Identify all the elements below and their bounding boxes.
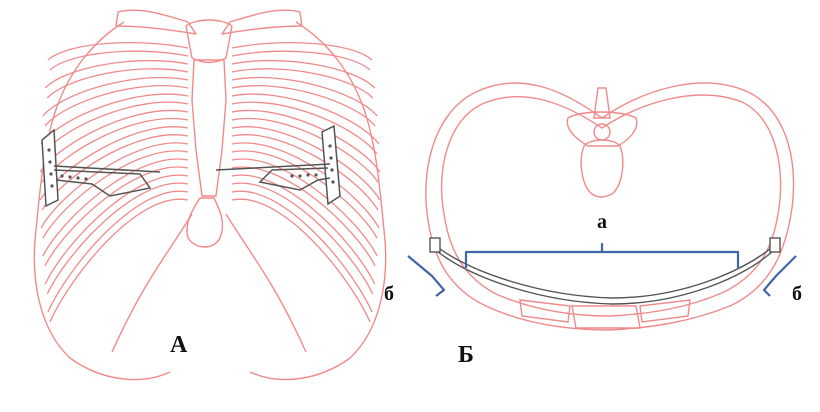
- clavicle-left: [115, 9, 197, 35]
- stabilizer-left-b: [429, 237, 441, 253]
- bracket-b-right: [762, 255, 797, 297]
- annotation-a: а: [597, 211, 607, 233]
- rib-left-3-lower: [44, 85, 189, 127]
- rib-right-2-lower: [231, 68, 374, 99]
- chest-wall-inner: [440, 94, 782, 317]
- cartilage-right: [639, 299, 691, 323]
- clavicle-right: [221, 9, 303, 35]
- bar-holes-right: [290, 173, 318, 178]
- rib-right-5-lower: [231, 117, 379, 183]
- rib-right-1-upper: [231, 42, 373, 61]
- ribcage-outline-left: [33, 21, 171, 381]
- stabilizer-plate-right: [321, 124, 341, 206]
- rib-left-6-upper: [39, 126, 189, 201]
- stabilizer-right-b: [769, 237, 781, 253]
- cartilage-left: [519, 299, 571, 323]
- rib-right-3-upper: [231, 76, 378, 117]
- vertebra-spinous: [593, 87, 611, 119]
- panel-a-ribcage: [33, 9, 387, 381]
- rib-left-3-upper: [42, 76, 189, 117]
- rib-right-2-upper: [231, 59, 376, 89]
- rib-left-9-upper: [44, 174, 189, 285]
- bar-right-line: [215, 163, 331, 171]
- panel-b-cross-section: [425, 82, 795, 331]
- bar-right: [258, 167, 331, 191]
- bar-left: [53, 169, 152, 197]
- rib-right-9-lower: [231, 182, 374, 295]
- ribcage-outline-right: [249, 21, 387, 381]
- chest-wall-outer: [425, 82, 795, 331]
- sternum-body: [191, 59, 227, 197]
- panel-a-implant: [41, 124, 341, 208]
- stabilizer-holes-left: [47, 148, 54, 188]
- xiphoid-process: [186, 197, 224, 248]
- rib-left-8-lower: [44, 166, 189, 267]
- sternum-cross-section: [571, 305, 641, 329]
- rib-left-10-lower: [49, 198, 189, 323]
- spinal-canal: [593, 123, 611, 141]
- rib-right-4-upper: [231, 93, 380, 145]
- rib-right-10-upper: [231, 190, 373, 313]
- vertebra-body: [580, 139, 624, 198]
- vertebra-arch: [566, 111, 638, 147]
- panel-b-brackets: [407, 242, 797, 297]
- annotation-b-left: б: [384, 283, 394, 305]
- stabilizer-plate-left: [41, 128, 59, 208]
- rib-left-7-lower: [42, 150, 189, 239]
- rib-right-1-lower: [231, 50, 371, 71]
- rib-left-8-upper: [42, 158, 189, 257]
- rib-left-9-lower: [46, 182, 189, 295]
- rib-right-9-upper: [231, 174, 376, 285]
- bar-holes-left: [60, 174, 88, 181]
- costal-arch-left: [111, 213, 193, 353]
- rib-right-7-lower: [231, 150, 378, 239]
- nuss-bar-outer: [435, 243, 777, 299]
- rib-right-8-upper: [231, 158, 378, 257]
- rib-right-10-lower: [231, 198, 371, 323]
- rib-right-4-lower: [231, 101, 378, 155]
- stabilizer-holes-right: [328, 144, 335, 184]
- bracket-a: [464, 242, 740, 268]
- rib-left-10-upper: [47, 190, 189, 313]
- rib-right-6-lower: [231, 134, 379, 211]
- panel-b-implant: [429, 237, 781, 305]
- rib-right-3-lower: [231, 85, 376, 127]
- manubrium: [185, 19, 233, 64]
- bar-left-line: [53, 165, 161, 173]
- bracket-b-left: [407, 255, 446, 297]
- rib-right-5-upper: [231, 109, 381, 173]
- costal-arch-right: [225, 213, 307, 353]
- rib-left-1-lower: [49, 50, 189, 71]
- annotation-b-right: б: [792, 283, 802, 305]
- rib-left-2-lower: [46, 68, 189, 99]
- rib-left-1-upper: [47, 42, 189, 61]
- panel-b-label: Б: [458, 342, 474, 368]
- rib-left-2-upper: [44, 59, 189, 89]
- panel-a-label: А: [170, 332, 188, 358]
- rib-right-6-upper: [231, 126, 381, 201]
- nuss-bar-inner: [437, 249, 775, 305]
